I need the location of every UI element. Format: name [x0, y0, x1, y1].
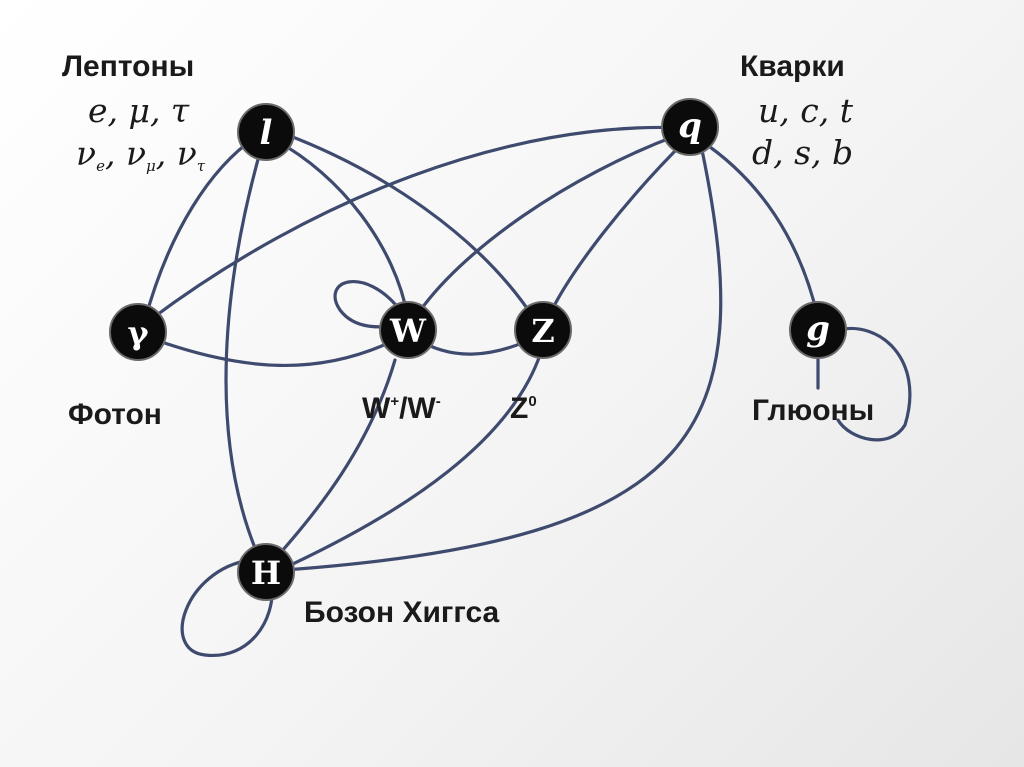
edge-l-h [224, 143, 264, 562]
edge-l-z [283, 132, 537, 322]
sep-1: , [105, 134, 126, 173]
node-lepton: l [237, 103, 295, 161]
edge-q-w [413, 133, 680, 320]
w-sup-minus: - [436, 393, 441, 410]
w-sup-plus: + [390, 393, 399, 410]
label-higgs: Бозон Хиггса [304, 596, 500, 629]
lepton-formula-line1: e, μ, τ [88, 91, 190, 130]
nodes-layer: l q γ W Z g H [109, 98, 847, 601]
label-z-boson: Z0 [510, 392, 537, 425]
w-sep: /W [399, 392, 436, 425]
sub-tau: τ [197, 157, 206, 175]
node-gluon: g [789, 301, 847, 359]
label-quarks: Кварки [740, 50, 845, 83]
edge-h-loop [180, 558, 274, 657]
nu-mu: ν [126, 134, 146, 173]
node-z-boson: Z [514, 301, 572, 359]
node-quark: q [661, 98, 719, 156]
z-sup: 0 [528, 393, 536, 410]
edges-layer [143, 125, 912, 657]
node-quark-symbol: q [678, 106, 702, 146]
sep-2: , [156, 134, 177, 173]
node-higgs-symbol: H [251, 554, 281, 592]
node-photon-symbol: γ [127, 314, 149, 352]
label-gluons: Глюоны [752, 394, 874, 427]
edge-l-w [273, 138, 410, 320]
z-main: Z [510, 392, 528, 425]
edge-z-h [278, 353, 542, 572]
label-w-boson: W+/W- [362, 392, 441, 425]
label-photon: Фотон [68, 398, 162, 431]
node-gluon-symbol: g [806, 309, 830, 349]
quark-formula-line2: d, s, b [752, 133, 853, 172]
quark-formula-line1: u, c, t [758, 91, 854, 130]
sub-mu: μ [146, 157, 156, 175]
node-w-symbol: W [389, 312, 427, 350]
edge-q-gamma [148, 125, 687, 322]
nu-e: ν [76, 134, 96, 173]
node-z-symbol: Z [531, 312, 554, 350]
label-leptons: Лептоны [62, 50, 194, 83]
labels-layer: Лептоны e, μ, τ νe, νμ, ντ Кварки u, c, … [62, 50, 874, 629]
w-main: W [362, 392, 391, 425]
nu-tau: ν [177, 134, 197, 173]
edge-w-loop [333, 280, 407, 329]
node-higgs: H [237, 543, 295, 601]
lepton-formula-line2: νe, νμ, ντ [76, 134, 206, 175]
node-photon: γ [109, 303, 167, 361]
sub-e: e [96, 157, 105, 175]
node-w-boson: W [379, 301, 437, 359]
edge-g-loop [836, 327, 912, 442]
node-lepton-symbol: l [260, 113, 273, 153]
edge-gamma-w [148, 333, 407, 368]
edge-w-h [263, 358, 397, 572]
edge-q-z [546, 136, 690, 320]
edge-q-h [283, 148, 723, 572]
edge-q-g [698, 138, 820, 320]
